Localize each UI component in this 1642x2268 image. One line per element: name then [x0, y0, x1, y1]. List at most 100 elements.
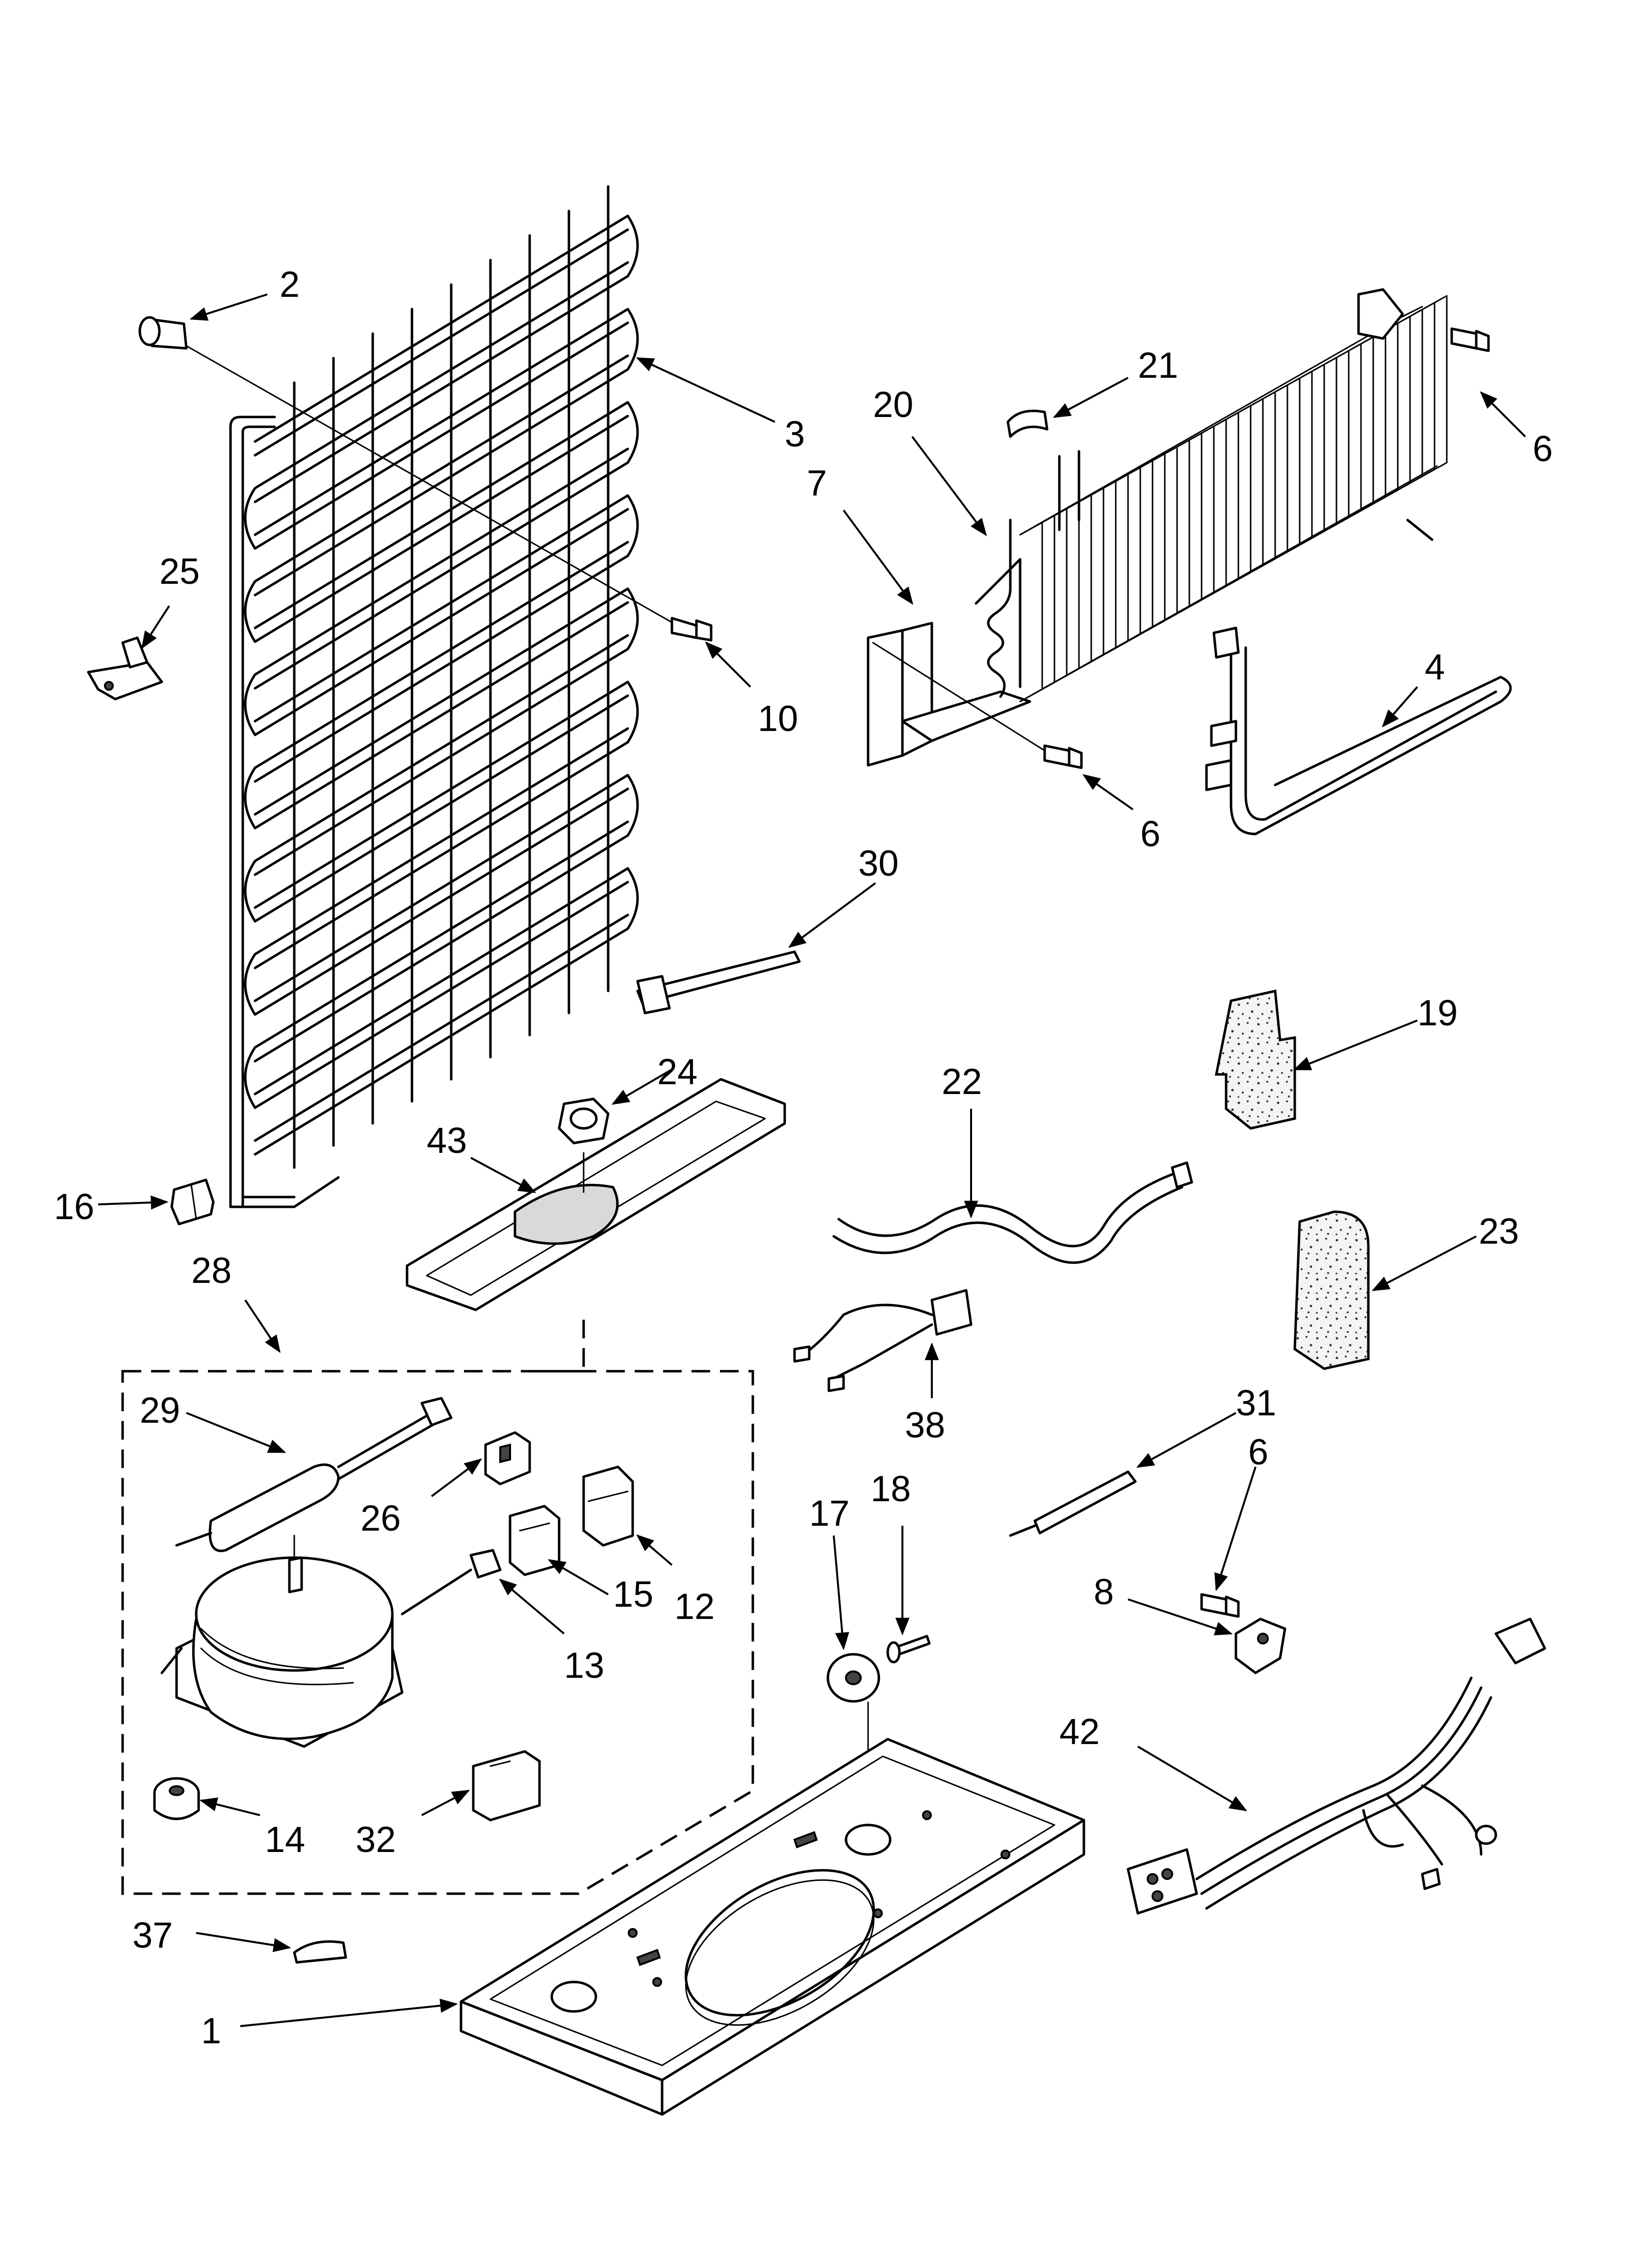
callout-4: 4 [1425, 647, 1445, 687]
screw-part-6-top [1450, 327, 1490, 352]
terminal-part-13 [401, 1549, 502, 1616]
leader-37 [196, 1932, 291, 1953]
capacitor-part-32 [472, 1750, 541, 1822]
compressor [160, 1535, 404, 1748]
evaporator-fin [1350, 336, 1374, 517]
bracket-part-25 [87, 636, 163, 701]
callout-6c: 6 [1248, 1432, 1268, 1472]
callout-16: 16 [54, 1186, 94, 1227]
leader-7 [843, 509, 914, 605]
callout-42: 42 [1059, 1711, 1100, 1752]
drain-pan-part-43 [406, 1078, 786, 1311]
leader-29 [186, 1412, 286, 1453]
callout-24: 24 [657, 1051, 697, 1092]
evaporator-fin [1301, 364, 1325, 545]
callout-31: 31 [1236, 1382, 1276, 1423]
callout-7: 7 [807, 463, 827, 503]
condenser-coil [229, 185, 639, 1208]
leader-10 [705, 641, 751, 688]
power-harness-part-42 [1127, 1617, 1546, 1915]
wire-harness-part-38 [793, 1289, 973, 1392]
leader-4 [1382, 686, 1418, 728]
evaporator-fin [1080, 487, 1104, 668]
leader-26 [431, 1458, 482, 1497]
callout-32: 32 [356, 1819, 396, 1860]
callout-1: 1 [201, 2010, 221, 2051]
evaporator-fin [1203, 418, 1227, 600]
clip-part-16 [170, 1178, 215, 1225]
leader-6a [1480, 391, 1526, 438]
leader-1 [240, 1998, 458, 2027]
evaporator-fin [1240, 398, 1264, 579]
leader-28 [244, 1299, 281, 1353]
leader-43 [470, 1157, 537, 1193]
cover-part-12 [582, 1465, 634, 1547]
evaporator-fin [1044, 508, 1068, 689]
base-pan-part-1 [460, 1738, 1085, 2116]
leader-25 [141, 605, 170, 650]
evaporator-fin [1313, 357, 1337, 538]
evaporator-fin [1362, 329, 1386, 510]
evaporator-fin [1326, 350, 1350, 531]
grommet-part-2 [138, 316, 683, 629]
evaporator-fin [1387, 315, 1411, 496]
leader-2 [189, 293, 268, 321]
evaporator-fin [1179, 432, 1203, 613]
evaporator-fin [1031, 515, 1055, 696]
evaporator [867, 288, 1448, 767]
evaporator-fin [1411, 302, 1436, 483]
grommet-part-14 [153, 1777, 200, 1820]
callout-43: 43 [427, 1120, 467, 1161]
screw-part-6-mid [872, 642, 1083, 769]
leader-6c [1214, 1466, 1257, 1591]
tube-part-31 [1009, 1470, 1137, 1537]
callout-14: 14 [265, 1819, 305, 1860]
callout-8: 8 [1094, 1571, 1114, 1612]
evaporator-fin [1338, 343, 1362, 524]
callout-12: 12 [674, 1586, 715, 1627]
leader-20 [911, 436, 987, 536]
tube-part-22 [832, 1161, 1193, 1264]
relay-part-26 [484, 1431, 531, 1486]
leader-21 [1052, 377, 1129, 418]
evaporator-fin [1019, 521, 1043, 703]
callout-23: 23 [1479, 1211, 1519, 1251]
callout-37: 37 [132, 1915, 173, 1955]
evaporator-fin [1424, 295, 1448, 476]
callout-18: 18 [871, 1468, 911, 1509]
evaporator-fin [1093, 480, 1117, 661]
leader-3 [636, 357, 775, 423]
clip-part-37 [293, 1940, 347, 1964]
leader-17 [833, 1535, 849, 1650]
callout-22: 22 [942, 1061, 982, 1102]
filter-drier-part-29 [175, 1397, 453, 1552]
callout-28: 28 [191, 1250, 231, 1291]
evaporator-fin [1191, 425, 1215, 606]
evaporator-fin [1264, 384, 1288, 565]
bracket-part-8 [1234, 1617, 1286, 1674]
evaporator-fin [1166, 439, 1190, 620]
leader-8 [1128, 1598, 1233, 1636]
callout-10: 10 [758, 698, 798, 739]
foam-block-part-23 [1293, 1210, 1370, 1370]
leader-31 [1136, 1412, 1236, 1468]
screw-part-10 [670, 617, 713, 642]
callout-3: 3 [785, 414, 805, 454]
leader-32 [421, 1790, 470, 1816]
evaporator-fin [1375, 322, 1399, 503]
callout-19: 19 [1417, 992, 1458, 1033]
callout-25: 25 [159, 551, 200, 592]
defrost-heater-part-4 [1205, 626, 1512, 835]
cable-tie-part-30 [636, 950, 801, 1015]
evaporator-fin [1142, 453, 1166, 634]
callout-2: 2 [280, 264, 300, 305]
evaporator-fin [1399, 309, 1423, 490]
leader-12 [636, 1534, 673, 1566]
evaporator-fin [1228, 405, 1252, 586]
callout-26: 26 [360, 1498, 401, 1538]
leader-23 [1371, 1235, 1477, 1291]
axle-part-18 [886, 1635, 931, 1664]
callout-6b: 6 [1140, 813, 1160, 854]
evaporator-fin [1289, 370, 1313, 551]
